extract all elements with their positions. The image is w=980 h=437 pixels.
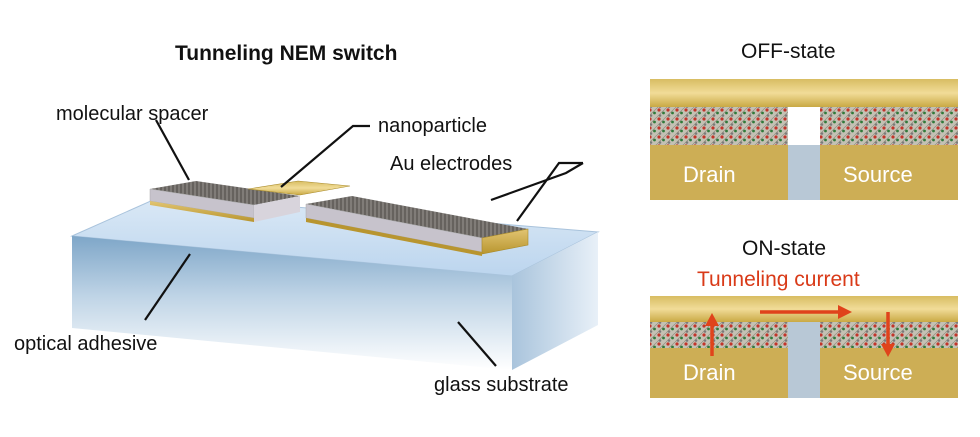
glass-substrate-block bbox=[70, 195, 600, 370]
molecular-spacer-label: molecular spacer bbox=[56, 103, 209, 125]
off-state-title: OFF-state bbox=[741, 40, 836, 63]
on-state-panel bbox=[650, 296, 958, 398]
optical-adhesive-label: optical adhesive bbox=[14, 333, 158, 355]
left-electrode bbox=[149, 181, 300, 222]
off-drain-label: Drain bbox=[683, 162, 736, 187]
tunneling-current-label: Tunneling current bbox=[697, 268, 860, 291]
off-state-panel bbox=[650, 79, 958, 200]
off-source-label: Source bbox=[843, 162, 913, 187]
leader-lines bbox=[144, 119, 584, 367]
au-electrodes-label: Au electrodes bbox=[390, 153, 513, 175]
on-state-title: ON-state bbox=[742, 237, 827, 260]
nanoparticle-bar bbox=[247, 180, 351, 196]
on-source-label: Source bbox=[843, 360, 913, 385]
glass-substrate-label: glass substrate bbox=[434, 374, 569, 396]
nanoparticle-label: nanoparticle bbox=[378, 115, 487, 137]
on-drain-label: Drain bbox=[683, 360, 736, 385]
right-electrode bbox=[305, 196, 529, 256]
current-arrows bbox=[705, 305, 895, 357]
diagram-title: Tunneling NEM switch bbox=[175, 42, 398, 65]
